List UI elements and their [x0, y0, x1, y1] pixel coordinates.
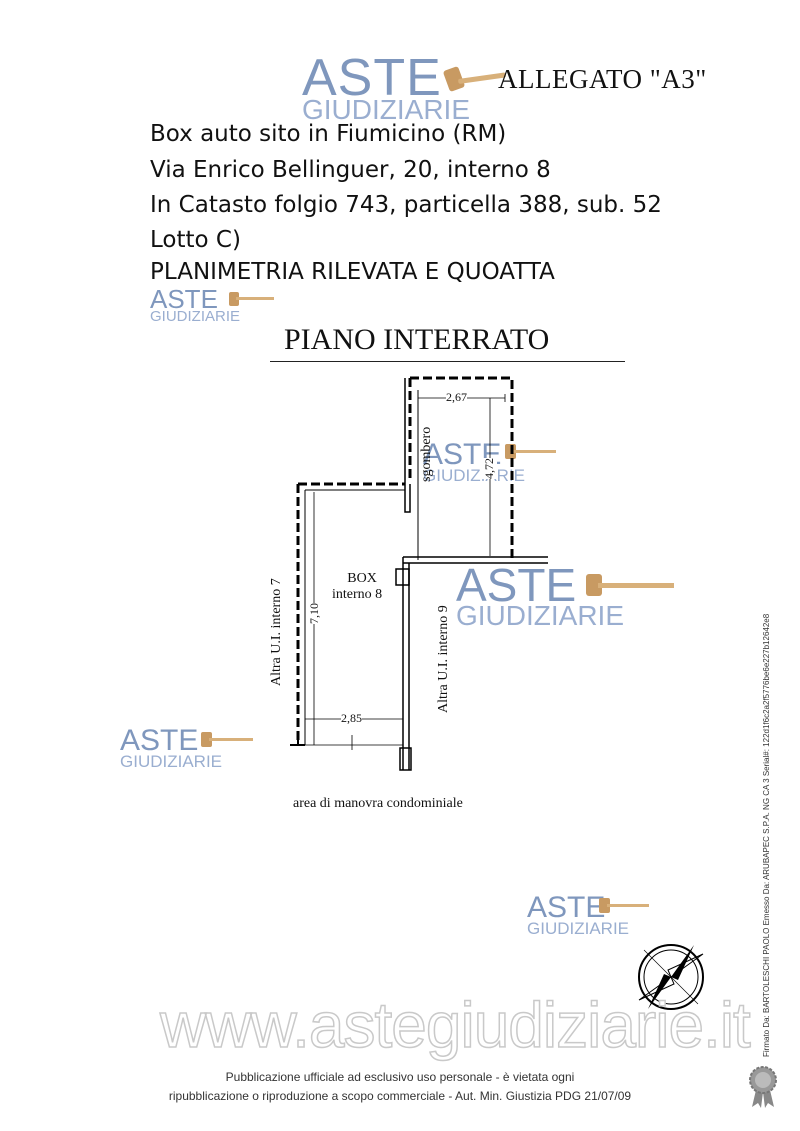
- right-neighbour-label: Altra U.I. interno 9: [436, 605, 451, 713]
- header-line-lot: Lotto C): [150, 227, 241, 253]
- storage-label: sgombero: [419, 426, 434, 482]
- dimension-top-height: 4,72: [482, 458, 497, 479]
- gavel-icon: [599, 898, 649, 913]
- box-label: BOX interno 8: [332, 571, 383, 602]
- header-line-cadastre: In Catasto folgio 743, particella 388, s…: [150, 192, 662, 218]
- watermark-logo-medium: ASTE GIUDIZIARIE: [456, 559, 625, 631]
- compass-rose-icon: [638, 944, 704, 1010]
- watermark-logo-small-1: ASTE GIUDIZIARIE: [150, 284, 241, 325]
- header-line-plan-title: PLANIMETRIA RILEVATA E QUOATTA: [150, 259, 555, 285]
- digital-signature-text: Firmato Da: BARTOLESCHI PAOLO Emesso Da:…: [762, 613, 771, 1057]
- title-underline: [270, 361, 625, 362]
- maneuver-area-label: area di manovra condominiale: [293, 796, 463, 811]
- header-line-location: Box auto sito in Fiumicino (RM): [150, 121, 507, 147]
- left-neighbour-label: Altra U.I. interno 7: [269, 578, 284, 686]
- dimension-box-width: 2,85: [341, 711, 362, 726]
- storage-wall-dashed: [410, 376, 514, 560]
- footer-line-2: ripubblicazione o riproduzione a scopo c…: [168, 1089, 632, 1103]
- plan-floor-title: PIANO INTERRATO: [284, 323, 550, 356]
- footer-line-1: Pubblicazione ufficiale ad esclusivo uso…: [225, 1070, 575, 1084]
- attachment-label: ALLEGATO "A3": [498, 64, 707, 94]
- watermark-logo-top: ASTE GIUDIZIARIE: [302, 49, 471, 125]
- watermark-logo-small-4: ASTE GIUDIZIARIE: [527, 891, 630, 938]
- gavel-icon: [229, 292, 274, 306]
- gavel-icon: [201, 732, 253, 747]
- dimension-box-height: 7,10: [307, 603, 322, 624]
- dimension-top-width: 2,67: [446, 390, 467, 405]
- website-watermark: www.astegiudiziarie.it: [159, 988, 751, 1062]
- watermark-logo-small-3: ASTE GIUDIZIARIE: [120, 724, 223, 771]
- header-line-address: Via Enrico Bellinguer, 20, interno 8: [150, 157, 551, 183]
- seal-icon: [749, 1066, 777, 1108]
- gavel-icon: [586, 574, 674, 596]
- gavel-icon: [443, 66, 506, 92]
